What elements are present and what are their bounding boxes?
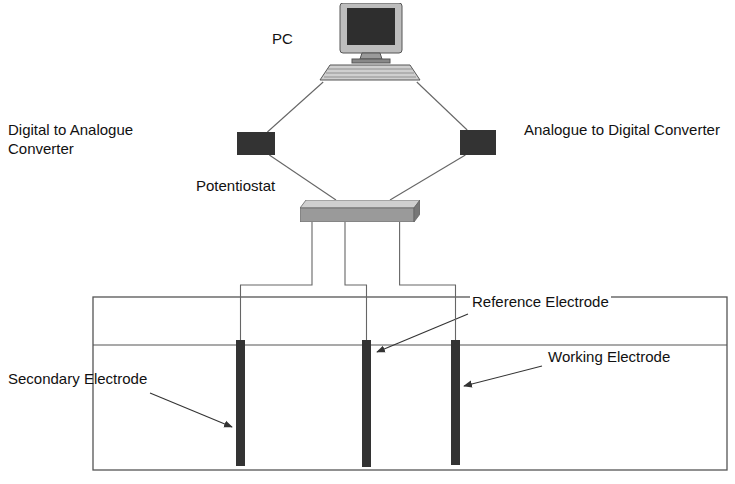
- node-label: Potentiostat: [196, 177, 275, 196]
- dark-fill: [236, 340, 245, 466]
- computer-illustration: [320, 3, 420, 80]
- electrode-rod: Working Electrode: [451, 340, 460, 465]
- wire-connector: [267, 82, 323, 132]
- node-label: Analogue to Digital Converter: [524, 121, 724, 140]
- node-shape: [237, 132, 275, 155]
- wire-connector: [345, 222, 367, 340]
- dark-fill: [237, 132, 275, 155]
- wire-connector: [269, 155, 336, 200]
- node-label: Working Electrode: [546, 348, 672, 367]
- node-label: Reference Electrode: [470, 293, 611, 312]
- wire-connector: [390, 155, 465, 200]
- potentiostat-box: Potentiostat: [300, 200, 420, 222]
- node-label: Secondary Electrode: [8, 370, 147, 389]
- dark-fill: [460, 130, 496, 155]
- computer: PC: [318, 3, 422, 82]
- node-shape: [451, 340, 460, 465]
- node-shape: [236, 340, 245, 466]
- leader-line: [464, 366, 542, 386]
- node-shape: [460, 130, 496, 155]
- wire-connector: [400, 222, 456, 340]
- wire-connector: [417, 82, 467, 130]
- dark-fill: [451, 340, 460, 465]
- node-label: Digital to Analogue Converter: [8, 121, 183, 159]
- node-shape: [362, 340, 371, 467]
- node-shape: [318, 3, 422, 82]
- node-shape: [300, 200, 420, 222]
- potentiostat-side: [414, 200, 420, 222]
- electrode-rod: Reference Electrode: [362, 340, 371, 467]
- potentiostat-top: [300, 200, 420, 208]
- dark-fill: [362, 340, 371, 467]
- electrode-rod: Secondary Electrode: [236, 340, 245, 466]
- converter-box: Analogue to Digital Converter: [460, 130, 496, 155]
- leader-line: [150, 393, 232, 427]
- converter-box: Digital to Analogue Converter: [237, 132, 275, 155]
- cell-vessel: [93, 297, 727, 470]
- liquid-level: [93, 344, 727, 345]
- wire-connector: [241, 222, 313, 340]
- node-label: PC: [272, 30, 293, 49]
- potentiostat-front: [300, 208, 414, 222]
